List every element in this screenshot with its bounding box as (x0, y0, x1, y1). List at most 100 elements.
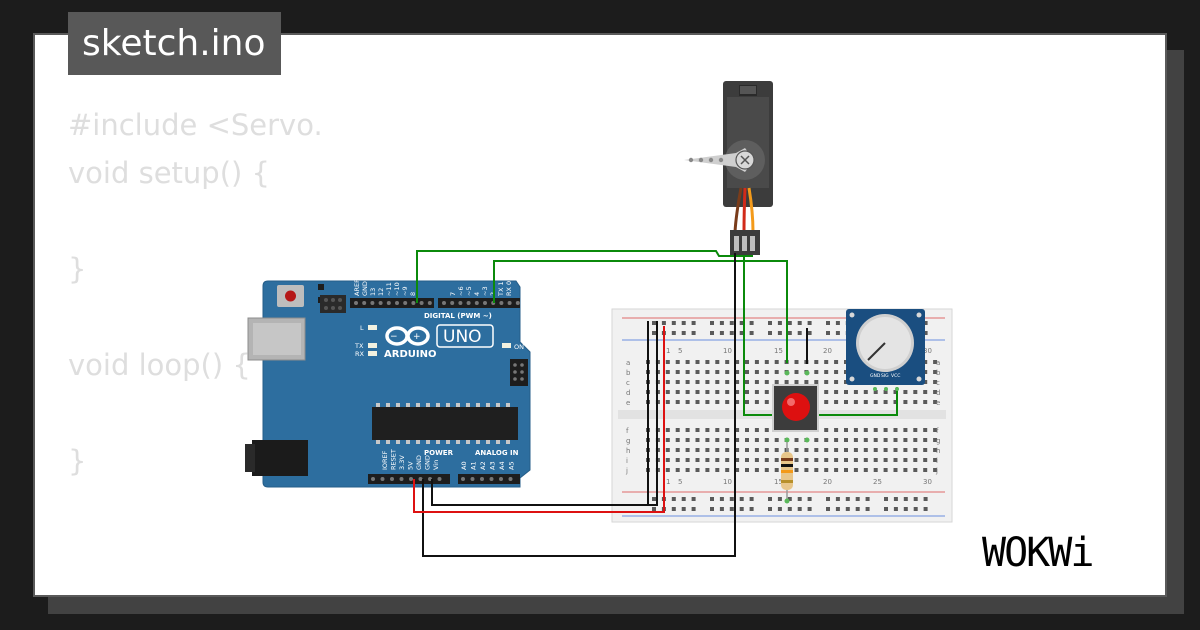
bb-hole (824, 380, 829, 384)
digital-pin-label: 7 (449, 292, 457, 296)
bb-hole (933, 448, 938, 452)
bb-hole (774, 370, 779, 374)
bb-hole (844, 400, 848, 404)
bb-col-number: 5 (678, 478, 682, 486)
sketch-title-tag[interactable]: sketch.ino (68, 12, 282, 75)
bb-hole (764, 438, 769, 442)
digital-pin-label: AREF (353, 279, 361, 296)
header-pin (399, 477, 404, 481)
digital-pin-label: TX 1 (497, 281, 505, 297)
bb-row-letter: e (626, 399, 630, 407)
bb-hole (873, 400, 878, 404)
bb-row-letter: a (936, 359, 940, 367)
power-pin-label: Vin (432, 460, 440, 470)
svg-text:−: − (390, 332, 398, 342)
bb-hole (923, 458, 928, 462)
bb-hole (685, 448, 690, 452)
bb-hole (913, 390, 918, 394)
servo-motor[interactable] (684, 81, 773, 255)
bb-hole (754, 390, 759, 394)
header-pin (418, 477, 423, 481)
bb-rail-hole (691, 497, 696, 501)
bb-hole (844, 458, 848, 462)
bb-hole (863, 428, 868, 432)
bb-hole (893, 390, 898, 394)
digital-pin-label: ~3 (481, 286, 489, 296)
bb-rail-hole (797, 331, 802, 335)
push-button[interactable] (772, 370, 819, 443)
bb-rail-hole (671, 331, 676, 335)
bb-hole (705, 438, 710, 442)
wire-gnd-rail (431, 321, 658, 506)
bb-hole (685, 360, 690, 364)
bb-row-letter: h (626, 447, 630, 455)
bb-hole (675, 448, 680, 452)
bb-hole (923, 428, 928, 432)
bb-rail-hole (913, 497, 918, 501)
bb-hole (923, 360, 928, 364)
bb-hole (675, 380, 680, 384)
header-pin (499, 301, 504, 305)
bb-row-letter: b (936, 369, 941, 377)
bb-rail-hole (807, 507, 812, 511)
header-pin (499, 477, 503, 481)
potentiometer[interactable]: GND SIG VCC (846, 309, 925, 391)
bb-hole (685, 438, 690, 442)
code-line: } (68, 252, 87, 286)
power-label: POWER (424, 449, 454, 457)
bb-rail-hole (671, 507, 676, 511)
bb-hole (675, 468, 680, 472)
header-pin (354, 301, 358, 305)
bb-rail-hole (777, 331, 782, 335)
bb-hole (824, 458, 829, 462)
bb-hole (903, 458, 908, 462)
bb-hole (794, 380, 799, 384)
code-line: } (68, 444, 87, 478)
bb-hole (675, 428, 680, 432)
bb-col-number: 5 (678, 347, 682, 355)
header-pin (386, 301, 391, 305)
bb-rail-hole (855, 497, 860, 501)
bb-hole (923, 380, 928, 384)
bb-hole (764, 380, 769, 384)
bb-col-number: 1 (666, 478, 670, 486)
bb-rail-hole (719, 321, 724, 325)
bb-hole (774, 458, 779, 462)
bb-hole (794, 458, 799, 462)
wires (413, 250, 898, 557)
bb-rail-hole (826, 331, 830, 335)
bb-hole (764, 390, 769, 394)
chip-pin (436, 440, 440, 444)
on-label: ON (514, 343, 524, 351)
preview-card (33, 33, 1167, 597)
bb-hole (735, 380, 740, 384)
header-pin (437, 477, 442, 481)
bb-hole (873, 448, 878, 452)
chip-pin (506, 440, 510, 444)
bb-hole (725, 448, 730, 452)
brand-text: WOKWi (982, 530, 1092, 576)
bb-hole (735, 448, 740, 452)
bb-col-number: 30 (923, 478, 932, 486)
bb-row-letter: e (936, 399, 940, 407)
bb-row-letter: c (626, 379, 630, 387)
bb-hole (725, 438, 730, 442)
bb-hole (923, 468, 928, 472)
bb-rail-hole (749, 497, 754, 501)
bb-hole (764, 360, 769, 364)
header-pin (458, 301, 463, 305)
bb-rail-hole (749, 507, 754, 511)
bb-hole (754, 400, 759, 404)
bb-hole (735, 400, 740, 404)
bb-hole (824, 400, 829, 404)
bb-hole (735, 390, 740, 394)
bb-hole (824, 370, 829, 374)
chip-pin (376, 440, 380, 444)
chip-pin (436, 403, 440, 407)
bb-hole (745, 458, 749, 462)
bb-hole (725, 458, 730, 462)
bb-hole (665, 448, 670, 452)
bb-hole (873, 468, 878, 472)
